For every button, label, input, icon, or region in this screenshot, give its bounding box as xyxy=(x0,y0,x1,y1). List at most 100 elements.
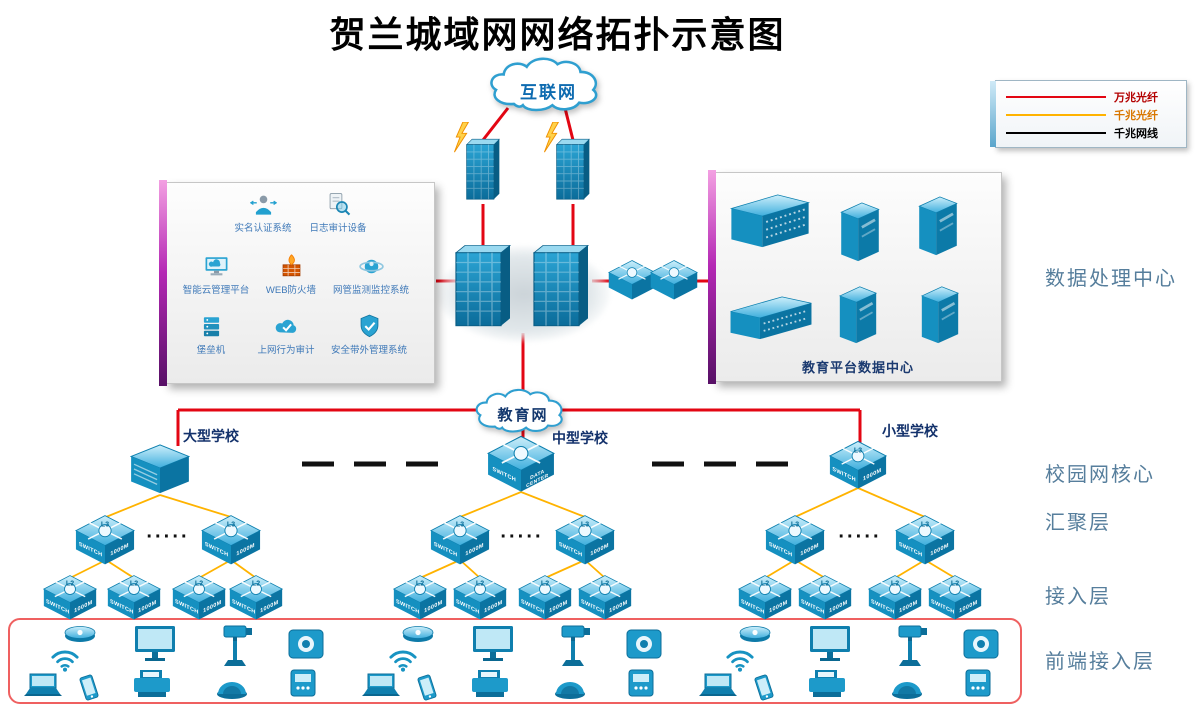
ptz-camera-icon xyxy=(891,622,933,668)
stage-label-access: 接入层 xyxy=(1045,586,1111,608)
core-switch-icon xyxy=(528,243,594,333)
core-switch-left xyxy=(450,243,516,333)
printer-icon xyxy=(805,668,849,700)
l3-aggregation-switch: L3 SWITCH 1000M xyxy=(765,514,825,566)
stage-label-aggregation: 汇聚层 xyxy=(1045,512,1111,534)
wifi-signal-icon xyxy=(725,646,755,672)
frontend-access-box xyxy=(8,618,1022,704)
datacenter-label: 教育平台数据中心 xyxy=(801,360,914,375)
switch-3d-icon xyxy=(487,434,555,494)
switch-tier-label: L2 xyxy=(415,580,425,588)
security-item: 实名认证系统 xyxy=(221,191,305,234)
stack-switch xyxy=(608,259,656,301)
wireless-ap-icon xyxy=(62,622,98,644)
l2-access-switch: L2 SWITCH 1000M xyxy=(229,574,283,621)
switch-tier-label: L2 xyxy=(251,580,261,588)
printer-icon xyxy=(468,668,512,700)
l2-access-switch: L2 SWITCH 1000M xyxy=(107,574,161,621)
switch-tier-label: L3 xyxy=(100,521,110,529)
datacenter-panel: 教育平台数据中心 xyxy=(708,170,1002,384)
switch-tier-label: L2 xyxy=(890,580,900,588)
internet-cloud-label: 互联网 xyxy=(520,83,577,102)
printer-icon xyxy=(130,668,174,700)
dome-camera-icon xyxy=(887,670,927,700)
small-school-core-switch: L3 SWITCH 1000M xyxy=(829,440,887,490)
page-title: 贺兰城域网网络拓扑示意图 xyxy=(329,15,786,55)
phone-icon xyxy=(751,672,776,703)
switch-tier-label: L3 xyxy=(853,447,863,454)
security-item-label: 堡垒机 xyxy=(196,345,226,356)
school-label-large: 大型学校 xyxy=(183,428,239,444)
phone-icon xyxy=(76,672,101,703)
legend-line-black xyxy=(1006,132,1106,134)
security-item: 智能云管理平台 xyxy=(174,253,258,296)
security-item-label: 网管监测监控系统 xyxy=(332,285,409,296)
laptop-icon xyxy=(360,672,400,700)
switch-tier-label: L3 xyxy=(455,521,465,529)
broadcast-speaker-icon xyxy=(961,626,1001,662)
legend-line-yellow xyxy=(1006,114,1106,116)
security-item-label: WEB防火墙 xyxy=(265,285,317,296)
l2-access-switch: L2 SWITCH 1000M xyxy=(738,574,792,621)
switch-tier-label: L2 xyxy=(820,580,830,588)
legend-row: 千兆网线 xyxy=(1006,126,1178,140)
card-reader-icon xyxy=(286,668,320,698)
frontend-device-group xyxy=(20,622,330,702)
l2-access-switch: L2 SWITCH 1000M xyxy=(928,574,982,621)
switch-tier-label: L2 xyxy=(475,580,485,588)
stage-label-frontend: 前端接入层 xyxy=(1045,651,1155,673)
switch-tier-label: L3 xyxy=(580,521,590,529)
dome-camera-icon xyxy=(212,670,252,700)
security-systems-panel: 实名认证系统 日志审计设备 智能云管理平台 WEB防火墙 网管监测监控系统 堡垒… xyxy=(159,180,435,386)
l3-aggregation-switch: L3 SWITCH 1000M xyxy=(555,514,615,566)
server-cabinet-icon xyxy=(915,195,961,257)
rack-switch-icon xyxy=(729,193,811,249)
phone-icon xyxy=(414,672,439,703)
core-switch-icon xyxy=(450,243,516,333)
net-monitor-icon xyxy=(358,253,385,280)
l2-access-switch: L2 SWITCH 1000M xyxy=(518,574,572,621)
security-item-label: 上网行为审计 xyxy=(257,345,315,356)
legend-label: 万兆光纤 xyxy=(1114,92,1158,104)
l2-access-switch: L2 SWITCH 1000M xyxy=(453,574,507,621)
switch-tier-label: L2 xyxy=(540,580,550,588)
server-icon xyxy=(727,295,815,341)
bastion-icon xyxy=(198,313,225,340)
security-item-label: 安全带外管理系统 xyxy=(330,345,407,356)
stage-label-campus-core: 校园网核心 xyxy=(1045,464,1155,486)
server-cabinet-icon xyxy=(835,285,881,345)
legend-line-red xyxy=(1006,96,1106,98)
legend-row: 万兆光纤 xyxy=(1006,90,1178,104)
log-audit-icon xyxy=(325,191,352,218)
card-reader-icon xyxy=(624,668,658,698)
identity-icon xyxy=(250,191,277,218)
security-item: 日志审计设备 xyxy=(296,191,380,234)
security-item: WEB防火墙 xyxy=(249,253,333,296)
security-item-label: 日志审计设备 xyxy=(309,223,367,234)
ellipsis-separator: ····· xyxy=(146,526,190,548)
desktop-monitor-icon xyxy=(132,624,178,664)
core-switch-right xyxy=(528,243,594,333)
broadcast-speaker-icon xyxy=(286,626,326,662)
dome-camera-icon xyxy=(550,670,590,700)
security-item-label: 智能云管理平台 xyxy=(182,285,250,296)
l2-access-switch: L2 SWITCH 1000M xyxy=(172,574,226,621)
wireless-ap-icon xyxy=(737,622,773,644)
ellipsis-separator: ····· xyxy=(838,526,882,548)
switch-tier-label: L2 xyxy=(600,580,610,588)
wifi-signal-icon xyxy=(50,646,80,672)
frontend-device-group xyxy=(358,622,668,702)
switch-tier-label: L3 xyxy=(920,521,930,529)
wireless-ap-icon xyxy=(400,622,436,644)
l3-aggregation-switch: L3 SWITCH 1000M xyxy=(201,514,261,566)
security-item: 网管监测监控系统 xyxy=(329,253,413,296)
ellipsis-separator: ····· xyxy=(500,526,544,548)
l3-aggregation-switch: L3 SWITCH 1000M xyxy=(895,514,955,566)
school-label-medium: 中型学校 xyxy=(552,430,608,446)
legend-label: 千兆光纤 xyxy=(1114,110,1158,122)
l2-access-switch: L2 SWITCH 1000M xyxy=(393,574,447,621)
security-item-label: 实名认证系统 xyxy=(234,223,292,234)
internet-cloud: 互联网 xyxy=(466,54,631,118)
education-cloud-label: 教育网 xyxy=(497,407,549,424)
